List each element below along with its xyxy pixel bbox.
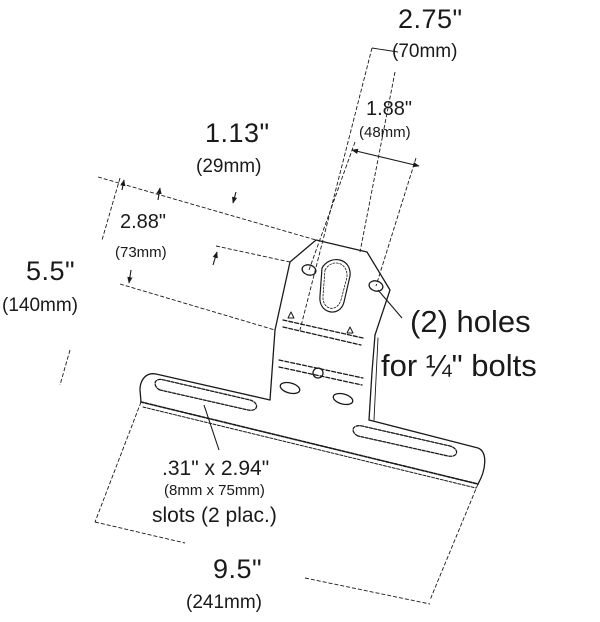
hole-spacing-mm: (48mm) <box>359 124 411 141</box>
upper-tab-height-mm: (73mm) <box>115 244 167 261</box>
overall-width-inches: 9.5" <box>213 554 263 584</box>
tab-width-mm: (70mm) <box>392 41 458 62</box>
slots-callout-mm: (8mm x 75mm) <box>164 482 265 499</box>
dimension-arrows <box>120 148 420 451</box>
tab-offset-inches: 1.13" <box>205 118 270 148</box>
holes-callout-line1: (2) holes <box>410 304 531 339</box>
bottom-plate <box>139 373 486 489</box>
overall-height-inches: 5.5" <box>26 256 76 286</box>
overall-width-mm: (241mm) <box>186 592 263 613</box>
tab-offset-mm: (29mm) <box>196 156 262 177</box>
mid-section <box>269 329 379 421</box>
dimension-lines <box>59 47 479 605</box>
hole-spacing-inches: 1.88" <box>366 98 413 120</box>
upper-tab <box>274 239 391 346</box>
upper-tab-height-inches: 2.88" <box>120 211 167 233</box>
tab-width-inches: 2.75" <box>398 4 463 34</box>
slots-callout-qty: slots (2 plac.) <box>152 504 277 527</box>
slots-callout-size: .31" x 2.94" <box>162 457 270 480</box>
overall-height-mm: (140mm) <box>2 295 79 316</box>
holes-callout-line2: for ¼" bolts <box>381 348 537 383</box>
